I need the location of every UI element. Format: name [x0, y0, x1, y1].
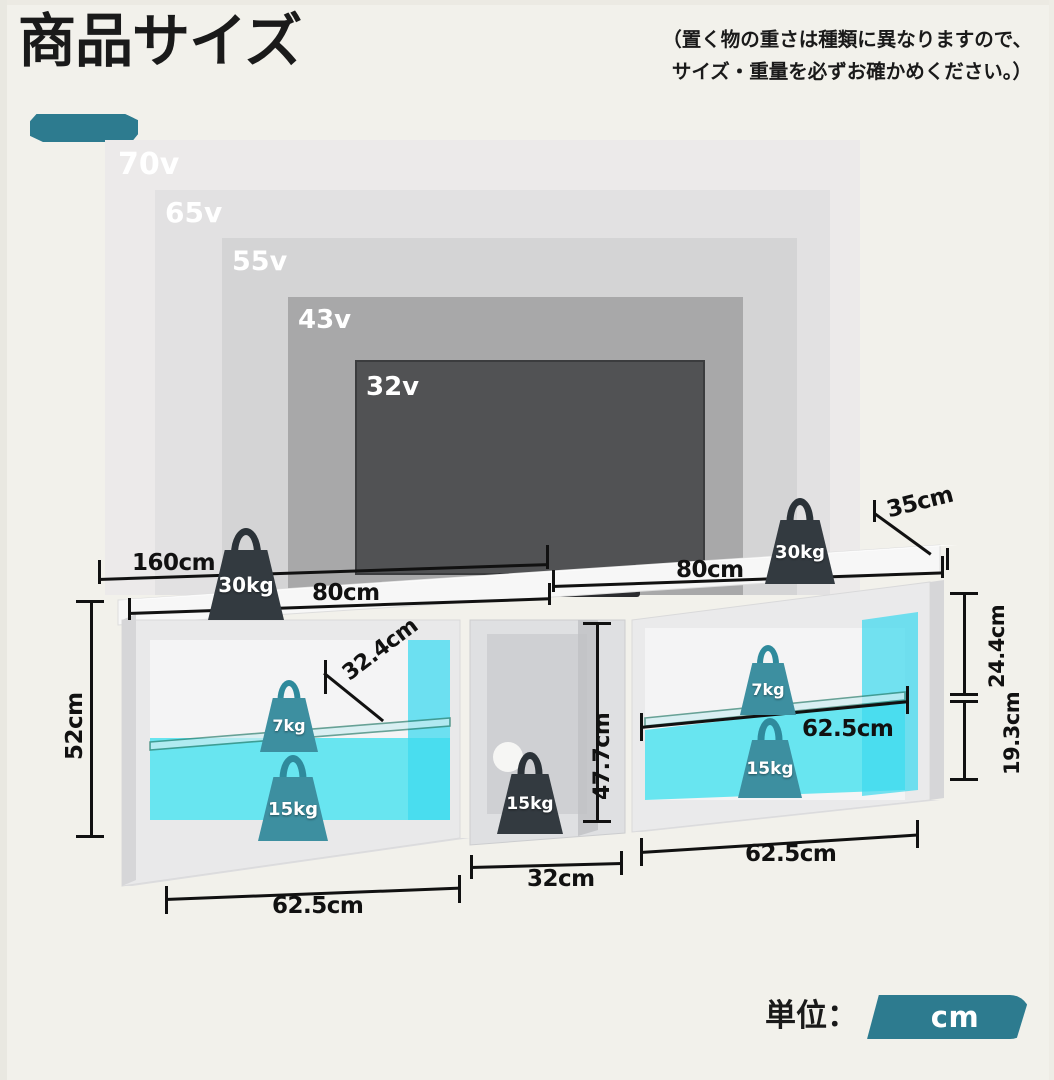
top-edge-strip [0, 0, 1054, 5]
weight-body: 7kg [260, 698, 318, 752]
left-cabinet-side [122, 614, 136, 886]
header-note-line2: サイズ・重量を必ずお確かめください。） [671, 60, 1032, 84]
dim-32-4cm-label: 32.4cm [338, 613, 423, 686]
left-edge-strip [0, 0, 7, 1080]
tv-size-label-70v: 70v [118, 147, 180, 182]
weight-badge-center: 15kg [497, 752, 563, 834]
tv-size-label-55v: 55v [232, 246, 288, 277]
dim-80cm-right-label: 80cm [676, 557, 744, 583]
weight-label: 30kg [775, 541, 825, 563]
weight-badge-left-lower: 15kg [258, 755, 328, 841]
weight-label: 7kg [751, 679, 785, 699]
weight-handle-icon [757, 718, 783, 740]
weight-badge-right-upper: 7kg [740, 645, 796, 715]
tv-size-label-32v: 32v [366, 372, 420, 402]
weight-badge-top-left: 30kg [208, 528, 284, 620]
weight-handle-icon [279, 755, 307, 779]
dim-24-4cm-label: 24.4cm [985, 604, 1009, 688]
dim-62-5cm-right-shelf-label: 62.5cm [802, 716, 894, 742]
weight-badge-top-right: 30kg [765, 498, 835, 584]
right-edge-strip [1049, 0, 1054, 1080]
weight-badge-right-lower: 15kg [738, 718, 802, 798]
weight-handle-icon [277, 680, 301, 700]
dim-160cm-label: 160cm [132, 550, 216, 576]
weight-badge-left-upper: 7kg [260, 680, 318, 752]
dim-52cm-label: 52cm [62, 692, 88, 760]
right-cabinet-bottom [632, 800, 940, 832]
accent-swoosh-shape [30, 114, 138, 142]
weight-handle-icon [231, 528, 261, 554]
unit-badge-value: cm [930, 1000, 980, 1034]
weight-body: 7kg [740, 663, 796, 715]
dim-47-7cm-label: 47.7cm [590, 712, 615, 800]
unit-label: 単位： [765, 998, 858, 1034]
dim-80cm-left-label: 80cm [312, 580, 380, 606]
weight-body: 15kg [497, 774, 563, 834]
dim-19-3cm-label: 19.3cm [1000, 691, 1024, 775]
page-title: 商品サイズ [18, 7, 302, 75]
left-cabinet-body [121, 619, 461, 887]
header-note-line1: （置く物の重さは種類に異なりますので、 [662, 28, 1032, 51]
tv-layer-32v [355, 360, 705, 575]
weight-label: 7kg [272, 715, 306, 735]
dim-62-5cm-right-bottom-label: 62.5cm [745, 841, 837, 867]
weight-body: 15kg [258, 777, 328, 841]
weight-label: 15kg [268, 798, 318, 820]
weight-handle-icon [517, 752, 543, 774]
weight-body: 30kg [208, 550, 284, 620]
tv-size-label-43v: 43v [298, 305, 352, 335]
dim-62-5cm-left-bottom-label: 62.5cm [272, 893, 364, 919]
weight-label: 15kg [746, 759, 794, 779]
weight-handle-icon [786, 498, 814, 522]
weight-handle-icon [757, 645, 779, 664]
left-led-backpanel [408, 640, 450, 820]
header-note: （置く物の重さは種類に異なりますので、 サイズ・重量を必ずお確かめください。） [662, 24, 1032, 88]
weight-body: 30kg [765, 520, 835, 584]
weight-label: 15kg [506, 794, 554, 814]
unit-badge: cm [867, 995, 1030, 1039]
weight-label: 30kg [218, 573, 274, 597]
right-cabinet-side [930, 580, 944, 800]
left-cabinet-bottom [122, 838, 470, 886]
dim-32cm-center-label: 32cm [527, 866, 595, 892]
dim-35cm-label: 35cm [884, 481, 956, 524]
tv-size-label-65v: 65v [165, 196, 223, 229]
weight-body: 15kg [738, 740, 802, 798]
